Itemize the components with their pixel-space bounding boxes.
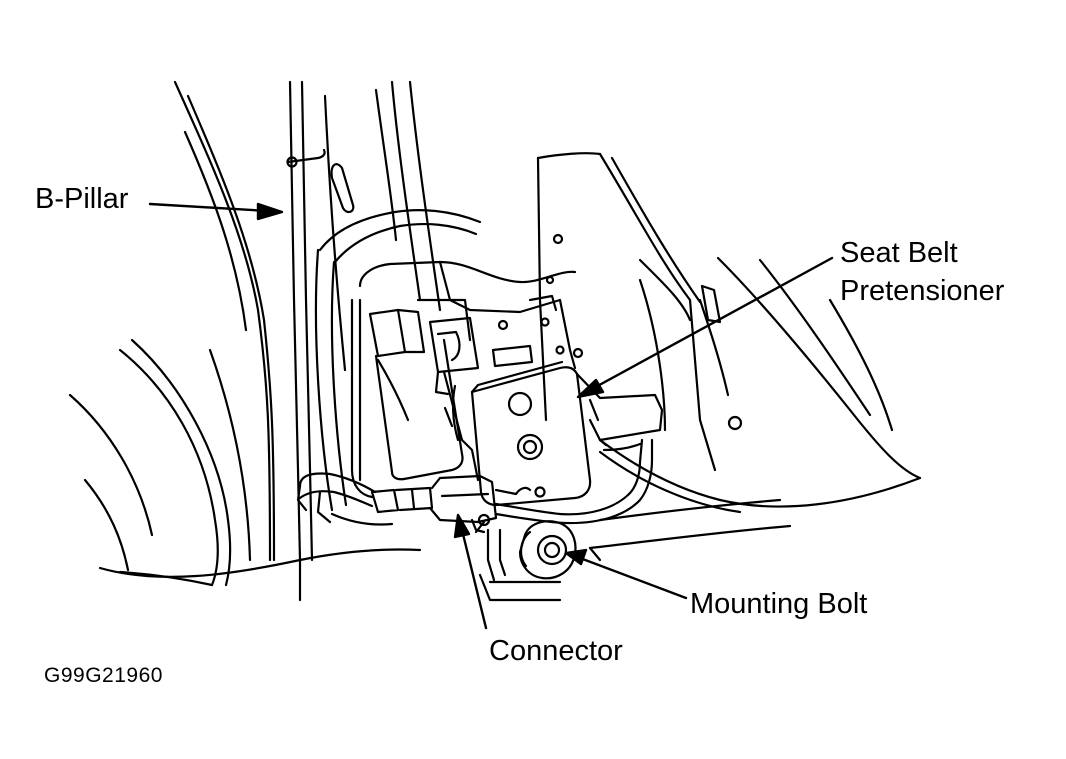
floor-panel bbox=[98, 546, 602, 602]
seat-belt-pretensioner-label-line1: Seat Belt bbox=[840, 237, 958, 269]
b-pillar-structure bbox=[286, 80, 442, 562]
connector-label: Connector bbox=[489, 635, 623, 667]
retractor-body bbox=[368, 308, 480, 482]
pretensioner-arrow-line bbox=[590, 256, 834, 391]
wiring-harness bbox=[296, 438, 654, 534]
b-pillar-arrow-head bbox=[256, 202, 284, 221]
right-panel bbox=[536, 152, 922, 550]
pretensioner-arrow-head bbox=[576, 378, 605, 399]
mounting-bracket bbox=[350, 260, 584, 499]
door-opening-contour bbox=[314, 209, 482, 512]
connector-arrow-line bbox=[460, 528, 488, 630]
mounting-bolt-arrow-head bbox=[564, 548, 588, 566]
mounting-bolt-assembly bbox=[474, 520, 577, 582]
b-pillar-arrow-line bbox=[148, 202, 270, 213]
seat-belt-pretensioner-label-line2: Pretensioner bbox=[840, 275, 1005, 307]
mounting-bolt-arrow-line bbox=[578, 556, 688, 600]
mounting-bolt-label: Mounting Bolt bbox=[690, 588, 868, 620]
b-pillar-label: B-Pillar bbox=[35, 183, 129, 215]
connector-arrow-head bbox=[453, 513, 471, 539]
left-trim-panel bbox=[68, 80, 276, 587]
pretensioner-housing bbox=[470, 360, 664, 507]
figure-code: G99G21960 bbox=[44, 664, 163, 687]
leader-arrows bbox=[148, 202, 834, 630]
